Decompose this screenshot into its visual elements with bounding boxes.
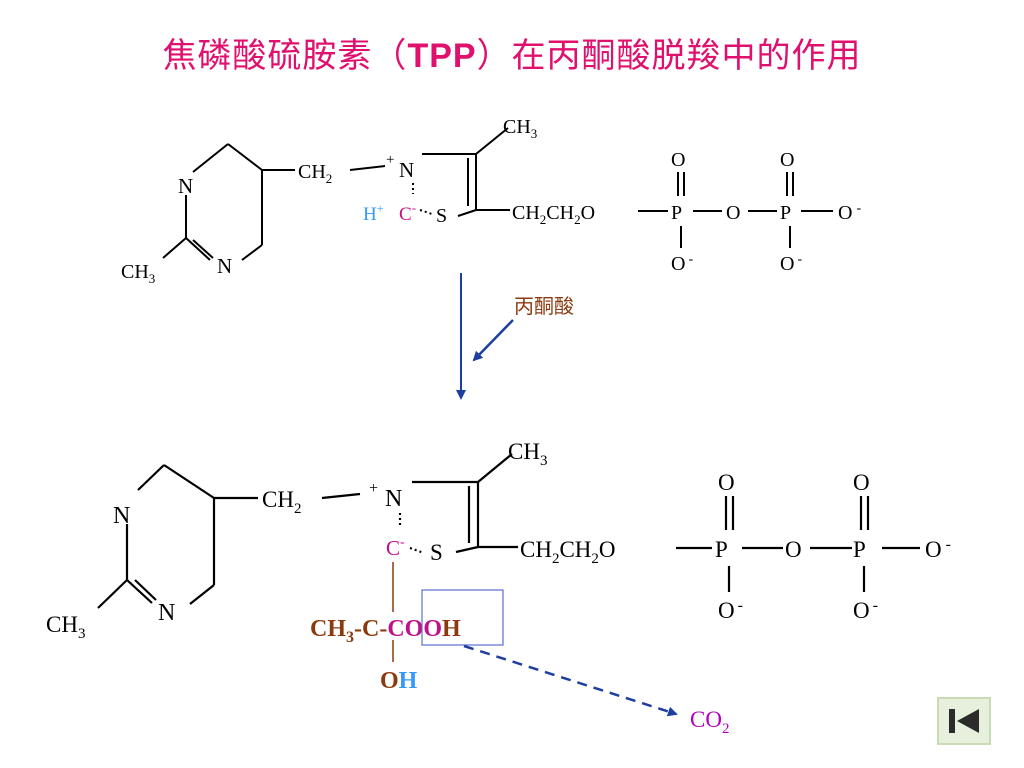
reagent-label: 丙酮酸 [514, 295, 574, 318]
ylide2-carbon: C- [386, 535, 405, 560]
pyr-n2: N [217, 254, 232, 278]
bridge2-o: O [785, 537, 802, 562]
side-chain: CH2CH2O [512, 202, 595, 227]
pyrimidine-ring-2 [97, 464, 361, 609]
thiazole-ring-2 [398, 453, 518, 555]
adduct-formula: CH3-C-COOH [310, 616, 461, 646]
thiazole-n: N [399, 158, 414, 182]
bridge2-ch2: CH2 [262, 487, 301, 517]
thiazole-s: S [436, 205, 447, 227]
n2-plus: + [369, 480, 378, 497]
p2-2-o-bottom: O- [853, 597, 878, 623]
carboxyl-highlight-box [421, 589, 504, 646]
co2-release-arrow [463, 644, 678, 717]
title-prefix: 焦磷酸硫胺素（ [162, 36, 408, 76]
thiazole2-n: N [385, 486, 402, 512]
adduct-structure: N N CH3 CH2 + N CH3 C- S CH2CH2O [46, 439, 951, 694]
reagent-arrow [472, 319, 514, 362]
thiazole2-s: S [430, 540, 443, 565]
ylide-carbon: C- [399, 200, 416, 225]
p2-o-bottom: O- [780, 252, 802, 275]
p1: P [671, 202, 682, 224]
p2-2-o-top: O [853, 470, 870, 495]
p2-1-o-bottom: O- [718, 597, 743, 623]
terminal-o: O- [838, 201, 861, 224]
hydroxyl: OH [380, 668, 418, 694]
title-suffix: ）在丙酮酸脱羧中的作用 [476, 36, 862, 76]
pyr-n1: N [178, 174, 193, 198]
thiazole-methyl: CH3 [503, 116, 537, 141]
skip-to-start-icon [949, 709, 979, 733]
pyr2-n1: N [113, 503, 130, 529]
title-bold: TPP [407, 37, 477, 75]
p2: P [780, 202, 791, 224]
pyr2-n2: N [158, 600, 175, 626]
p2-o-top: O [780, 149, 794, 171]
phosphate-bonds-2 [676, 496, 920, 592]
pyrimidine-ring [162, 143, 386, 261]
bridge-ch2: CH2 [298, 161, 332, 186]
bridge-o: O [726, 202, 740, 224]
co2-label: CO2 [690, 707, 729, 737]
first-slide-button[interactable] [937, 697, 991, 745]
terminal2-o: O- [925, 536, 951, 562]
h-plus: H+ [363, 201, 384, 225]
thiazole-ring [412, 127, 510, 217]
p1-o-top: O [671, 149, 685, 171]
p1-o-bottom: O- [671, 252, 693, 275]
p2-1-o-top: O [718, 470, 735, 495]
pyr2-methyl: CH3 [46, 612, 85, 642]
p2-1: P [715, 537, 728, 562]
page-title: 焦磷酸硫胺素（TPP）在丙酮酸脱羧中的作用 [0, 28, 1024, 77]
p2-2: P [853, 537, 866, 562]
pyr-methyl: CH3 [121, 261, 155, 286]
tpp-structure: N N CH3 CH2 + N CH3 H+ C- S CH2CH2O [121, 116, 861, 286]
n-plus: + [386, 152, 394, 168]
thiazole2-methyl: CH3 [508, 439, 547, 469]
phosphate-bonds [638, 172, 833, 248]
side-chain-2: CH2CH2O [520, 537, 616, 567]
